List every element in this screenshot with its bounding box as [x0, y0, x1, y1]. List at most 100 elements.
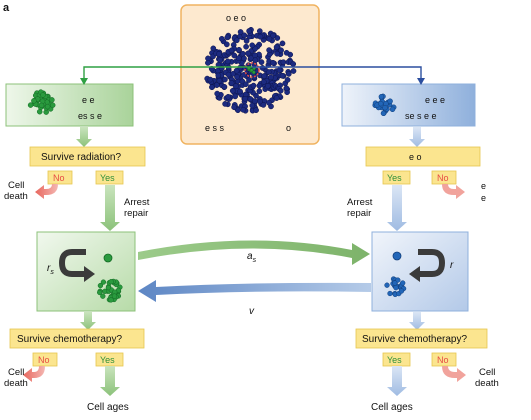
right-question-text: e o — [409, 152, 422, 162]
green-cell — [49, 97, 55, 103]
survive-radiation-text: Survive radiation? — [41, 152, 121, 163]
no-box-left-top — [47, 170, 73, 185]
survive-chemo-right-box — [355, 328, 488, 349]
right-down-arrow-1 — [409, 127, 425, 147]
tumor-cell — [243, 43, 249, 50]
tumor-cell — [290, 68, 297, 74]
arrest-repair-right-2: repair — [347, 208, 371, 219]
green-cell — [97, 282, 104, 289]
cell-death-left-top-1: Cell — [8, 180, 24, 191]
survive-chemo-left-box — [9, 328, 145, 349]
cell-death-arrow-left-top — [35, 184, 58, 199]
tumor-cell — [240, 50, 246, 57]
tumor-cell — [278, 47, 284, 54]
tumor-cell — [283, 49, 290, 56]
tumor-cell — [249, 102, 256, 109]
self-renewal-arrow-right — [418, 249, 446, 277]
blue-cell — [377, 100, 384, 107]
blue-branch-arrowhead — [417, 78, 425, 85]
right-top-outcome-1: e — [481, 181, 486, 191]
tumor-cell — [247, 96, 254, 102]
green-cell — [97, 289, 103, 296]
tumor-cell — [279, 72, 286, 79]
left-down-arrow-1 — [76, 127, 92, 147]
blue-cell — [387, 98, 393, 104]
tumor-cell — [234, 74, 240, 80]
tumor-cell — [268, 74, 274, 81]
tumor-cell — [205, 60, 211, 66]
green-cell — [36, 108, 43, 115]
green-branch-arrowhead — [80, 78, 88, 85]
right-top-outcome-2: e — [481, 193, 486, 203]
cell-death-left-bottom-2: death — [4, 378, 28, 389]
single-green-cell — [103, 253, 113, 263]
cell-ages-arrow-left — [100, 366, 120, 396]
green-cell — [49, 102, 56, 108]
left-box-line1: e e — [82, 95, 95, 105]
tumor-cell — [290, 61, 297, 67]
tumor-cell — [253, 107, 259, 114]
tumor-cell — [250, 82, 257, 89]
tumor-cell — [237, 29, 244, 35]
green-cell — [105, 284, 112, 291]
rate-as-label: as — [247, 251, 257, 264]
tumor-cell — [241, 32, 248, 39]
blue-cell-cluster-small — [372, 93, 397, 117]
cell-ages-right: Cell ages — [371, 402, 413, 413]
arrest-repair-left-2: repair — [124, 208, 148, 219]
tumor-cell — [228, 80, 235, 86]
tumor-cell — [235, 55, 242, 62]
radiation-sensitive-box — [5, 83, 134, 127]
tumor-cell — [256, 82, 263, 89]
yes-label-right-top: Yes — [387, 173, 402, 183]
panel-label: a — [3, 2, 10, 14]
blue-cell-cluster-middle — [384, 276, 407, 298]
tumor-cell — [266, 36, 273, 42]
green-cell — [44, 103, 51, 110]
tumor-cell — [261, 73, 268, 79]
tumor-cell — [265, 69, 272, 75]
tumor-cell — [273, 95, 280, 101]
self-renewal-arrowhead-right — [409, 266, 420, 282]
tumor-cell — [221, 83, 228, 90]
tumor-cell — [274, 50, 280, 57]
tumor-cell — [228, 47, 235, 54]
rate-rs-label: rs — [47, 263, 54, 276]
cell-death-arrow-right-bottom — [442, 366, 466, 382]
tumor-cell — [236, 46, 242, 53]
tumor-cell — [266, 99, 272, 106]
tumor-cell — [241, 55, 247, 62]
no-label-left-bottom: No — [38, 355, 50, 365]
tumor-cell — [231, 104, 237, 111]
blue-cell — [389, 106, 396, 113]
tumor-cell — [209, 84, 215, 91]
left-down-arrow-3 — [80, 312, 96, 330]
blue-branch-line — [252, 66, 422, 80]
rate-v-label: v — [249, 306, 255, 317]
survive-radiation-box — [29, 146, 146, 167]
tumor-cell — [246, 77, 252, 83]
tumor-cell — [223, 41, 230, 48]
yes-label-left-top: Yes — [100, 173, 115, 183]
tumor-cell — [270, 32, 276, 39]
blue-cell — [392, 280, 398, 286]
blue-cell — [380, 110, 387, 117]
selected-cell-marker — [244, 62, 260, 78]
tumor-cell — [224, 58, 231, 65]
tumor-cell — [252, 57, 259, 64]
green-cell — [108, 297, 114, 303]
tumor-box-text-top: o e o — [226, 13, 246, 23]
green-cell-cluster-small — [27, 89, 56, 115]
tumor-cell — [222, 76, 228, 83]
cell-death-arrow-left-bottom — [23, 366, 45, 382]
right-box-line2: se s e e — [405, 111, 437, 121]
blue-cell — [378, 93, 385, 100]
death-arrow-right-top — [442, 184, 465, 199]
tumor-cell — [243, 81, 249, 88]
tumor-cell — [277, 87, 284, 94]
tumor-cell — [260, 102, 267, 108]
cell-death-right-bottom-1: Cell — [479, 367, 495, 378]
no-label-right-bottom: No — [437, 355, 449, 365]
green-cell — [38, 102, 45, 109]
